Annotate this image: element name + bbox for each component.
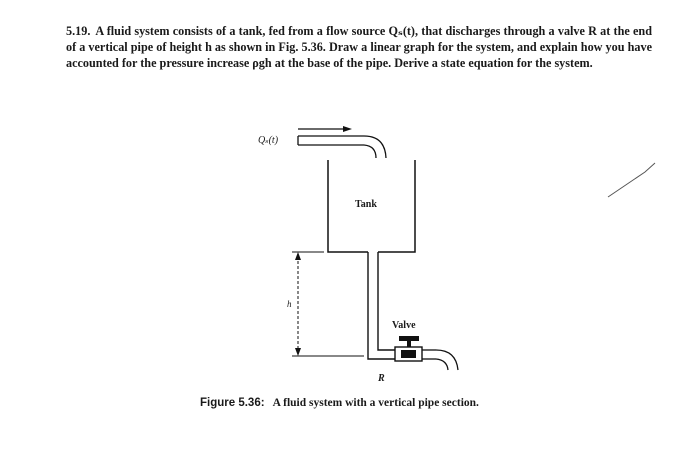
tank-label: Tank: [355, 199, 377, 210]
outlet-pipe: [422, 349, 459, 371]
problem-number: 5.19.: [66, 24, 91, 38]
problem-text: A fluid system consists of a tank, fed f…: [66, 24, 652, 71]
inlet-pipe: [297, 135, 387, 159]
caption-text: A fluid system with a vertical pipe sect…: [272, 397, 479, 409]
valve: [394, 336, 423, 362]
height-label: h: [287, 299, 292, 309]
vertical-pipe: [367, 252, 395, 360]
height-dimension: [292, 251, 364, 357]
valve-label: Valve: [392, 320, 416, 331]
pen-mark: [607, 162, 656, 198]
flow-arrow: [298, 126, 352, 132]
figure-caption: Figure 5.36: A fluid system with a vertic…: [200, 397, 479, 409]
problem-statement: 5.19.A fluid system consists of a tank, …: [66, 23, 652, 72]
tank: [327, 160, 416, 253]
source-label: Qₛ(t): [258, 135, 279, 146]
caption-label: Figure 5.36:: [200, 397, 265, 409]
resistance-label: R: [377, 373, 385, 384]
